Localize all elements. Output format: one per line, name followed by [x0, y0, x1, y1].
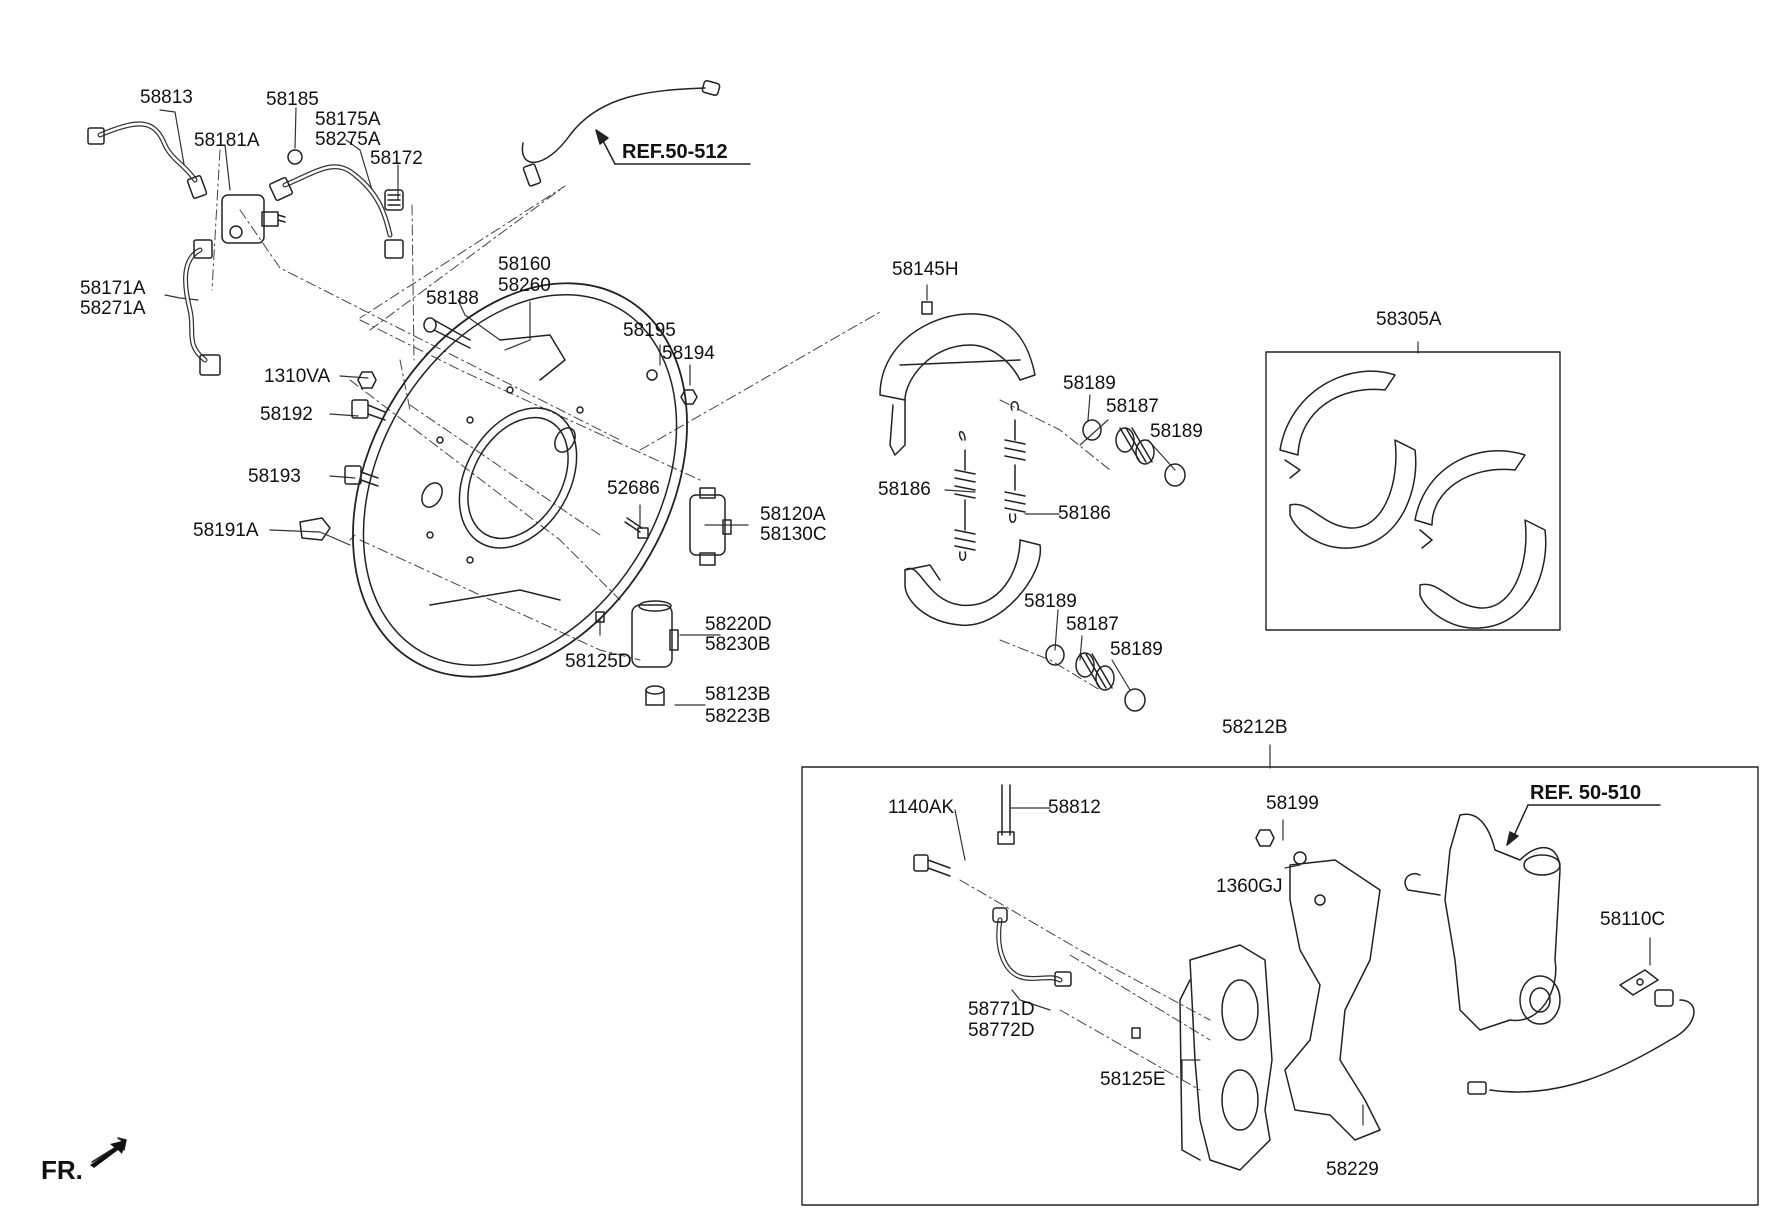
callout-58812: 58812 — [1048, 797, 1101, 818]
callout-58187-a: 58187 — [1106, 396, 1159, 417]
washer-58189-a — [1082, 419, 1102, 441]
carrier-58229 — [1284, 859, 1381, 1141]
connector-58172 — [384, 189, 404, 211]
cap-58123B — [645, 685, 665, 706]
bolt-58192 — [351, 399, 386, 421]
shoe-kit-58305A — [1279, 370, 1547, 629]
callout-58189-a: 58189 — [1063, 373, 1116, 394]
callout-58189-d: 58189 — [1110, 639, 1163, 660]
nut-58195 — [646, 369, 658, 381]
callout-58120A: 58120A — [760, 504, 826, 525]
ref-50-510: REF. 50-510 — [1530, 782, 1642, 804]
front-direction-label: FR. — [41, 1155, 83, 1185]
callout-58185: 58185 — [266, 89, 319, 110]
pin-58145H — [921, 301, 933, 315]
callout-58212B: 58212B — [1222, 717, 1288, 738]
callout-58125E: 58125E — [1100, 1069, 1166, 1090]
callout-58771D: 58771D — [968, 999, 1035, 1020]
callout-58186-a: 58186 — [878, 479, 931, 500]
brake-pipe-58171A — [183, 239, 221, 376]
leader-lines — [159, 107, 1651, 1126]
sleeve-58812 — [997, 784, 1015, 845]
guide-lines — [211, 149, 1211, 1091]
washer-58189-d — [1124, 688, 1146, 712]
callout-58110C: 58110C — [1600, 909, 1666, 930]
callout-58229: 58229 — [1326, 1159, 1379, 1180]
brake-shoe-lower — [904, 539, 1041, 626]
gasket-58110C — [1619, 969, 1659, 996]
callout-58189-b: 58189 — [1150, 421, 1203, 442]
abs-sensor-cable-upper — [521, 80, 721, 187]
brake-shoe-upper — [879, 313, 1036, 456]
brake-pipe-58813 — [87, 121, 208, 199]
callout-58271A: 58271A — [80, 298, 146, 319]
spring-58186-right — [1004, 401, 1026, 523]
knuckle — [1404, 813, 1561, 1031]
caliper-body — [1179, 944, 1273, 1171]
wheel-cylinder-58220D — [631, 600, 679, 668]
callout-58305A: 58305A — [1376, 309, 1442, 330]
brake-hose-58771D — [992, 907, 1072, 987]
nut-1310VA — [357, 371, 377, 389]
callout-58175A: 58175A — [315, 109, 381, 130]
callout-58172: 58172 — [370, 148, 423, 169]
callout-58220D: 58220D — [705, 614, 772, 635]
backing-plate-58160 — [352, 282, 688, 678]
assembly-frame-58212B — [801, 766, 1759, 1206]
washer-58199 — [1293, 851, 1307, 865]
tee-fitting-58181A — [221, 194, 286, 244]
washer-58189-c — [1045, 644, 1065, 666]
ref-50-512: REF.50-512 — [622, 141, 728, 163]
nut-1360GJ — [1255, 829, 1275, 847]
callout-58125D: 58125D — [565, 651, 632, 672]
callout-58160: 58160 — [498, 254, 551, 275]
callout-58192: 58192 — [260, 404, 313, 425]
spring-58187-a — [1115, 427, 1155, 465]
callout-58145H: 58145H — [892, 259, 959, 280]
plug-58191A — [299, 517, 331, 541]
callout-58275A: 58275A — [315, 129, 381, 150]
callout-58186-b: 58186 — [1058, 503, 1111, 524]
brake-pipe-58175A — [268, 164, 404, 259]
bolt-52686 — [624, 517, 649, 539]
callout-52686: 52686 — [607, 478, 660, 499]
callout-58191A: 58191A — [193, 520, 259, 541]
callout-58181A: 58181A — [194, 130, 260, 151]
bleeder-58125E — [1131, 1027, 1141, 1039]
callout-58193: 58193 — [248, 466, 301, 487]
callout-58230B: 58230B — [705, 634, 771, 655]
callout-58171A: 58171A — [80, 278, 146, 299]
callout-1360GJ: 1360GJ — [1216, 876, 1283, 897]
callout-58813: 58813 — [140, 87, 193, 108]
washer-58189-b — [1164, 463, 1186, 487]
callout-58772D: 58772D — [968, 1020, 1035, 1041]
nut-58185 — [287, 149, 303, 165]
callout-58223B: 58223B — [705, 706, 771, 727]
spring-58186-left — [954, 431, 976, 561]
bolt-1140AK — [913, 854, 951, 877]
callout-58195: 58195 — [623, 320, 676, 341]
callout-58260: 58260 — [498, 275, 551, 296]
callout-58194: 58194 — [662, 343, 715, 364]
kit-frame-58305A — [1265, 351, 1561, 631]
callout-58123B: 58123B — [705, 684, 771, 705]
nut-58194 — [680, 389, 698, 405]
callout-58187-b: 58187 — [1066, 614, 1119, 635]
wheel-cylinder-58120A — [689, 487, 732, 566]
callout-58189-c: 58189 — [1024, 591, 1077, 612]
front-arrow-icon — [90, 1137, 127, 1168]
callout-58199: 58199 — [1266, 793, 1319, 814]
callout-1310VA: 1310VA — [264, 366, 331, 387]
callout-58188: 58188 — [426, 288, 479, 309]
bleeder-58125D — [595, 611, 605, 623]
spring-58187-b — [1075, 652, 1115, 691]
abs-sensor-cable-lower — [1467, 989, 1695, 1095]
ref-arrows — [595, 129, 1661, 846]
callout-1140AK: 1140AK — [888, 797, 955, 818]
callout-58130C: 58130C — [760, 524, 827, 545]
